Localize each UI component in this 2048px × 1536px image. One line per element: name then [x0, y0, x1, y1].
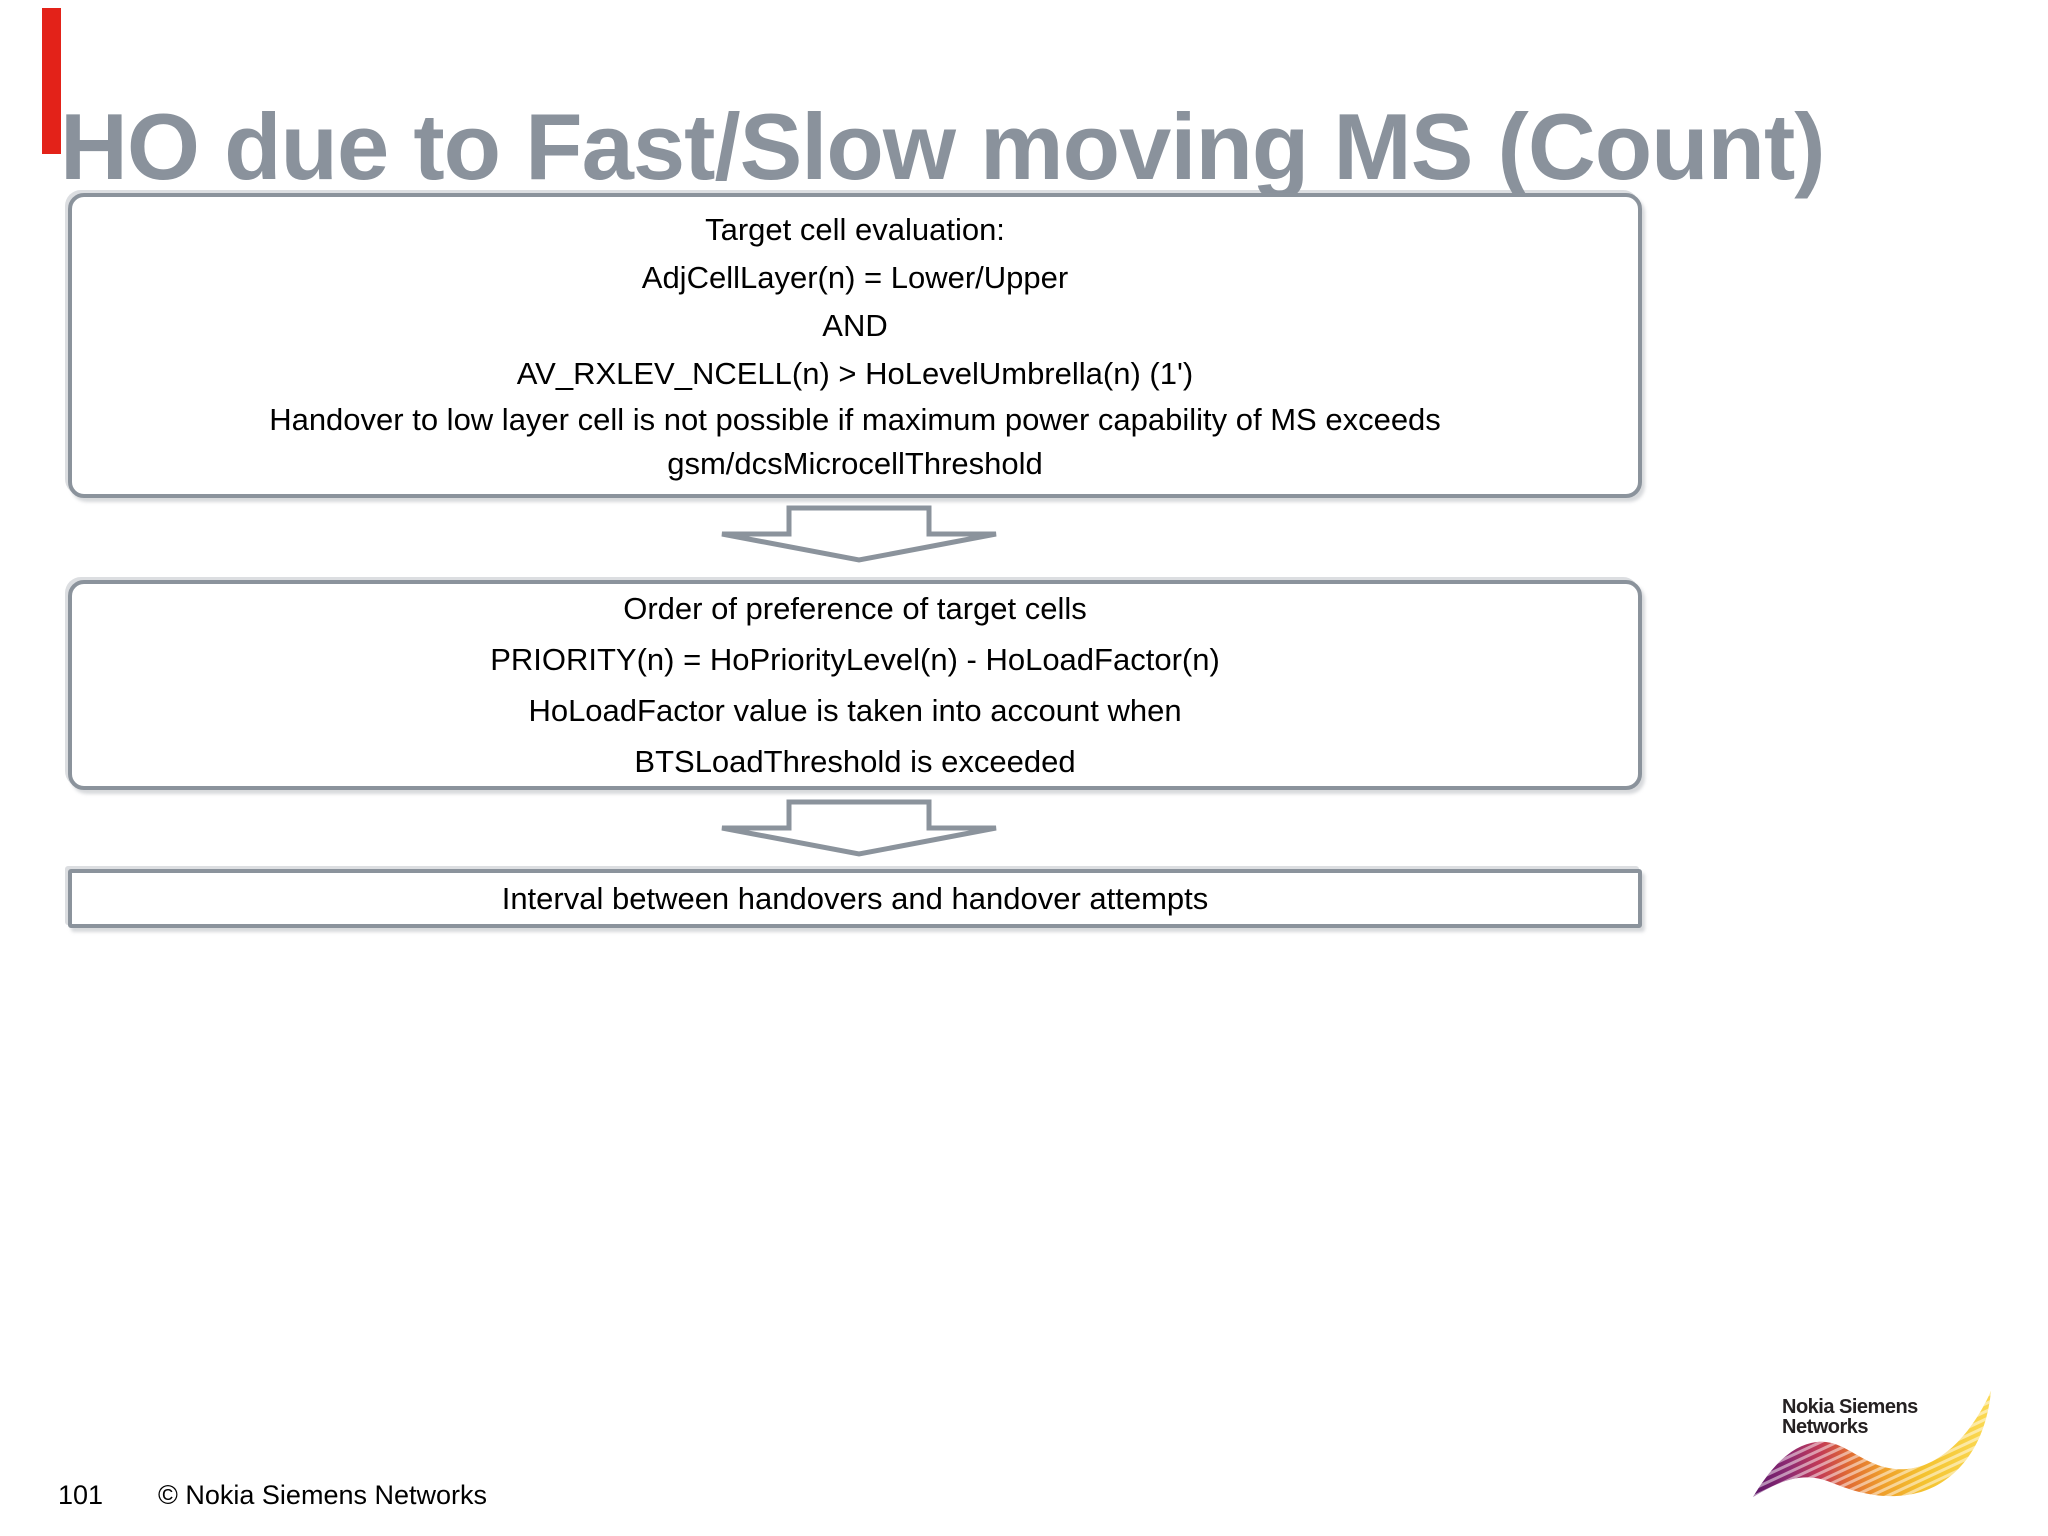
down-arrow-icon: [721, 505, 997, 563]
nsn-logo-text: Nokia Siemens Networks: [1782, 1396, 1918, 1438]
flow-box-target-cell-evaluation: Target cell evaluation: AdjCellLayer(n) …: [68, 193, 1642, 498]
flow-box-interval-between-handovers: Interval between handovers and handover …: [68, 869, 1642, 928]
box-line: AdjCellLayer(n) = Lower/Upper: [641, 259, 1069, 295]
box-line: Interval between handovers and handover …: [501, 880, 1209, 916]
slide-title: HO due to Fast/Slow moving MS (Count): [60, 93, 1826, 199]
box-line: HoLoadFactor value is taken into account…: [528, 693, 1182, 728]
box-line: AND: [822, 307, 888, 343]
box-line: Target cell evaluation:: [705, 211, 1005, 247]
box-line: AV_RXLEV_NCELL(n) > HoLevelUmbrella(n) (…: [516, 355, 1194, 391]
box-line: Handover to low layer cell is not possib…: [269, 401, 1441, 481]
nsn-swoosh-icon: [1753, 1391, 1991, 1497]
box-line: Order of preference of target cells: [623, 591, 1087, 626]
box-line: PRIORITY(n) = HoPriorityLevel(n) - HoLoa…: [490, 642, 1220, 677]
copyright-text: © Nokia Siemens Networks: [158, 1480, 487, 1510]
flow-box-order-of-preference: Order of preference of target cells PRIO…: [68, 580, 1642, 790]
down-arrow-icon: [721, 799, 997, 857]
red-accent-bar: [42, 8, 61, 154]
page-number: 101: [58, 1480, 104, 1510]
box-line: BTSLoadThreshold is exceeded: [634, 744, 1076, 779]
nsn-logo: Nokia Siemens Networks: [1745, 1383, 2001, 1503]
